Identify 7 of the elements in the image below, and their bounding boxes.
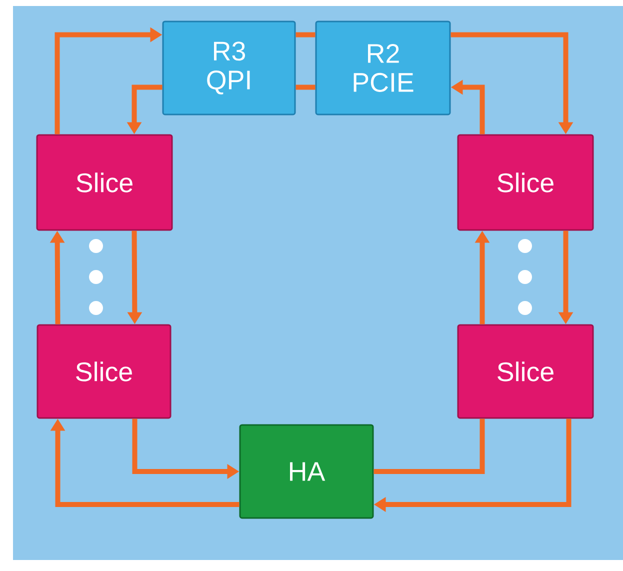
agent-box: HA <box>239 424 374 519</box>
router-box: R3 QPI <box>162 20 296 116</box>
slice-box: Slice <box>36 324 172 419</box>
slice-box: Slice <box>36 134 173 231</box>
slice-box: Slice <box>457 324 594 419</box>
slice-box: Slice <box>457 134 594 231</box>
router-box: R2 PCIE <box>315 20 451 116</box>
